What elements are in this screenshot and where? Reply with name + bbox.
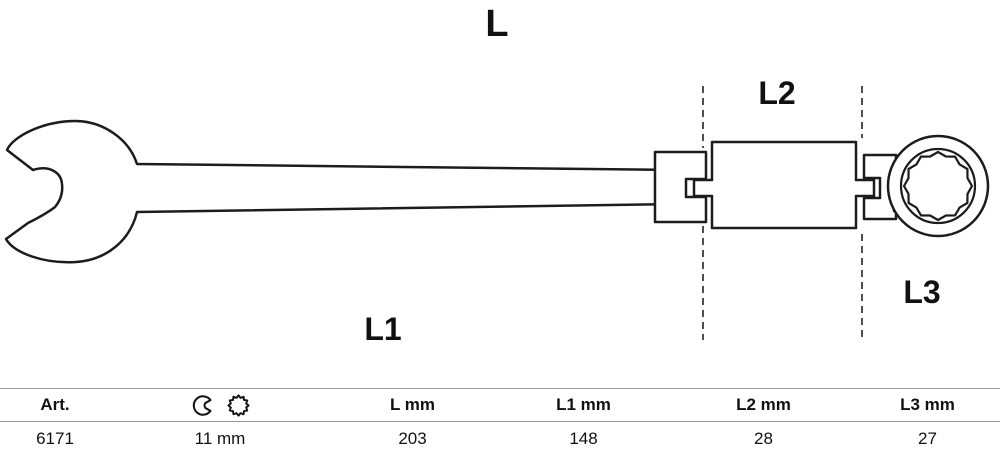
ratchet-ring-12pt-drawing <box>886 134 990 238</box>
open-end-head-and-shaft <box>4 119 682 264</box>
ring-12pt-socket <box>902 150 974 222</box>
ring-12pt-icon <box>227 393 250 417</box>
cell-art-number: 6171 <box>36 429 74 448</box>
flex-joint-left-yoke <box>653 150 708 224</box>
col-header-art: Art. <box>40 395 70 414</box>
col-header-l3: L3 mm <box>900 395 955 414</box>
cell-l2-mm: 28 <box>754 429 773 448</box>
col-header-l1: L1 mm <box>556 395 611 414</box>
spec-table-header-row: Art. L mm L1 mm L2 mm L3 mm <box>0 388 1000 422</box>
cell-l3-mm: 27 <box>918 429 937 448</box>
flex-link-body <box>692 140 876 230</box>
col-header-l2: L2 mm <box>736 395 791 414</box>
spec-table-data-row: 6171 11 mm 203 148 28 27 <box>0 422 1000 455</box>
dimension-dashed-lines <box>702 86 863 340</box>
cell-size: 11 mm <box>194 429 246 448</box>
open-end-wrench-drawing <box>4 119 990 264</box>
dim-label-l3: L3 <box>903 274 940 310</box>
open-end-wrench-icon <box>192 394 212 416</box>
spec-table: Art. L mm L1 mm L2 mm L3 mm 6171 11 mm 2… <box>0 388 1000 455</box>
cell-l-mm: 203 <box>398 429 427 448</box>
dim-label-l1: L1 <box>364 311 401 347</box>
col-header-l: L mm <box>389 395 436 414</box>
cell-l1-mm: 148 <box>569 429 598 448</box>
dim-label-l2: L2 <box>758 75 795 111</box>
wrench-technical-drawing: L L2 L1 L3 <box>4 3 990 347</box>
col-header-size-icons <box>110 389 330 421</box>
dim-label-l: L <box>485 3 508 45</box>
